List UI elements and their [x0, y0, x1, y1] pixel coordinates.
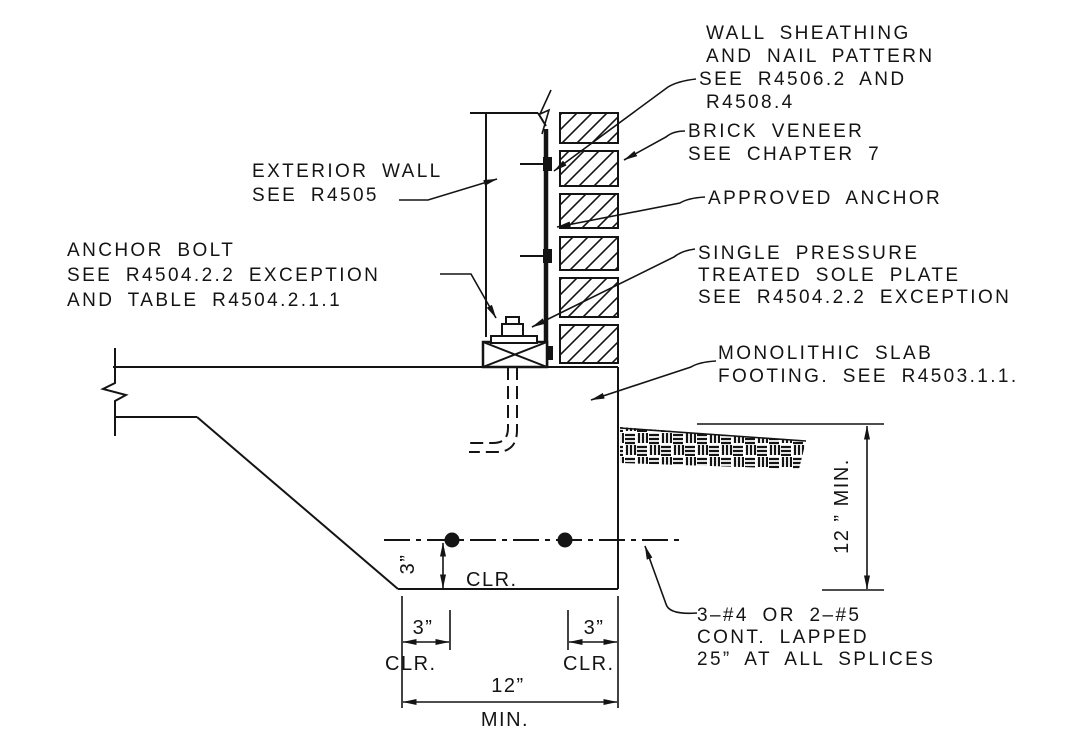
- leader-sole-plate: [531, 248, 696, 328]
- label-line: AND TABLE R4504.2.1.1: [67, 290, 342, 311]
- annotation-approved-anchor: APPROVED ANCHOR: [708, 188, 942, 209]
- label-line: SINGLE PRESSURE: [698, 243, 920, 264]
- leader-anchor-bolt: [440, 273, 497, 319]
- label-line: BRICK VENEER: [688, 121, 864, 142]
- label-line: 25” AT ALL SPLICES: [697, 649, 935, 670]
- annotation-sole-plate: SINGLE PRESSURE TREATED SOLE PLATE SEE R…: [698, 243, 1011, 308]
- label-line: CONT. LAPPED: [697, 627, 869, 648]
- label-line: AND NAIL PATTERN: [706, 46, 934, 67]
- leader-exterior-wall: [399, 178, 498, 201]
- nut: [501, 323, 524, 337]
- dim-cover-right-label: CLR.: [563, 653, 615, 675]
- leader-lines: [399, 78, 717, 615]
- leader-brick-veneer: [623, 130, 686, 161]
- bolt-stub: [505, 316, 520, 325]
- dim-cover-left-value: 3”: [413, 617, 434, 639]
- leader-reinforcement: [644, 545, 698, 615]
- brick-veneer-column: [559, 112, 619, 364]
- annotation-exterior-wall: EXTERIOR WALL SEE R4505: [252, 161, 443, 206]
- grade-earth-hatch: [619, 427, 807, 469]
- annotation-reinforcement: 3–#4 OR 2–#5 CONT. LAPPED 25” AT ALL SPL…: [697, 605, 935, 670]
- brick-tie-anchors: [520, 157, 553, 360]
- rebar-centerline: [384, 532, 681, 548]
- label-line: WALL SHEATHING: [706, 23, 911, 44]
- exterior-wall-assembly: [470, 89, 553, 367]
- label-line: TREATED SOLE PLATE: [698, 265, 961, 286]
- dim-cover-v-value: 3”: [397, 554, 419, 575]
- label-line: SEE R4506.2 AND: [699, 69, 906, 90]
- label-line: SEE CHAPTER 7: [688, 144, 881, 165]
- annotation-monolithic-slab: MONOLITHIC SLAB FOOTING. SEE R4503.1.1.: [718, 343, 1019, 387]
- dim-footing-depth-text: 12 ” MIN.: [831, 458, 853, 554]
- label-line: SEE R4504.2.2 EXCEPTION: [698, 287, 1011, 308]
- anchor-bolt: [469, 316, 538, 453]
- annotation-anchor-bolt: ANCHOR BOLT SEE R4504.2.2 EXCEPTION AND …: [67, 240, 380, 311]
- slab-break-symbol: [100, 348, 129, 436]
- leader-wall-sheathing: [553, 78, 697, 172]
- sheathing-break-symbol: [538, 89, 552, 135]
- dim-cover-left-label: CLR.: [385, 653, 437, 675]
- leader-approved-anchor: [556, 196, 706, 228]
- label-line: EXTERIOR WALL: [252, 161, 443, 182]
- label-line: FOOTING. SEE R4503.1.1.: [718, 366, 1019, 387]
- annotation-wall-sheathing: WALL SHEATHING AND NAIL PATTERN SEE R450…: [699, 23, 934, 113]
- rebar-dot: [444, 532, 460, 548]
- monolithic-slab-footing-outline: [100, 348, 619, 590]
- washer: [490, 335, 538, 344]
- label-line: 3–#4 OR 2–#5: [697, 605, 861, 626]
- dim-cover-right-value: 3”: [584, 617, 605, 639]
- dim-width-value: 12”: [491, 675, 524, 697]
- dimension-rebar-cover-vertical: 3” CLR.: [397, 542, 518, 591]
- leader-monolithic-slab: [590, 360, 717, 401]
- label-line: APPROVED ANCHOR: [708, 188, 942, 209]
- dim-width-label: MIN.: [481, 709, 529, 731]
- rebar-dot: [557, 532, 573, 548]
- label-line: R4508.4: [706, 92, 795, 113]
- j-bolt-shaft: [469, 367, 509, 444]
- dim-cover-v-label: CLR.: [466, 569, 518, 591]
- label-line: ANCHOR BOLT: [67, 240, 235, 261]
- dimension-bottom-group: 3” CLR. 3” CLR. 12” MIN.: [385, 596, 619, 731]
- annotation-brick-veneer: BRICK VENEER SEE CHAPTER 7: [688, 121, 881, 165]
- label-line: MONOLITHIC SLAB: [718, 343, 933, 364]
- dimension-footing-depth: 12 ” MIN.: [697, 423, 884, 591]
- sole-plate: [481, 340, 549, 369]
- j-bolt-shaft: [469, 367, 518, 453]
- label-line: SEE R4505: [252, 185, 379, 206]
- label-line: SEE R4504.2.2 EXCEPTION: [67, 265, 380, 286]
